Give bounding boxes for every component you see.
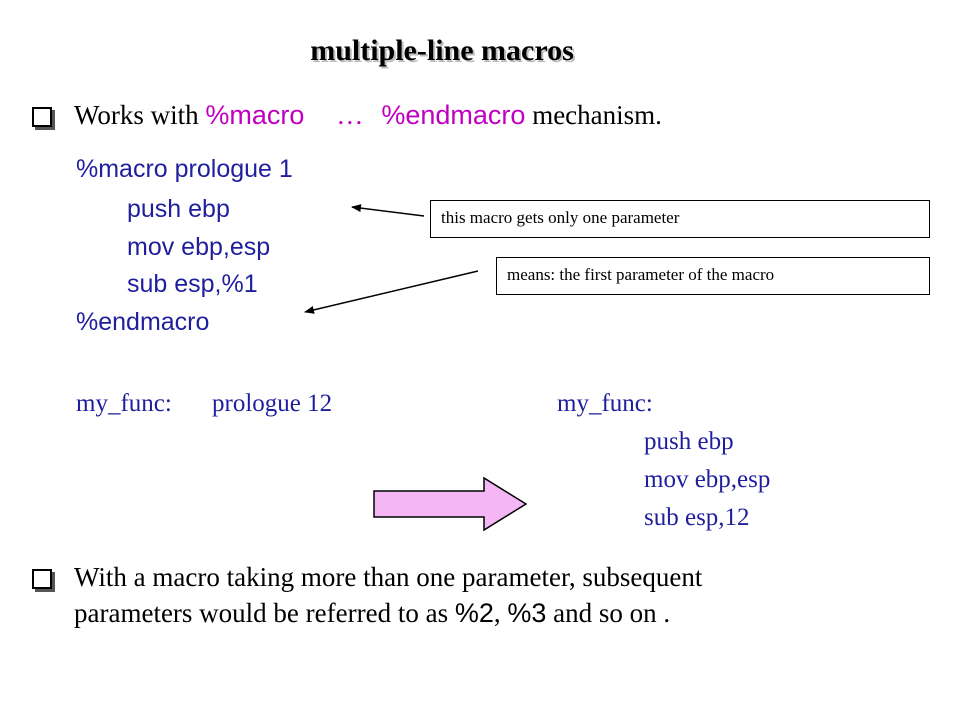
- bullet-2: With a macro taking more than one parame…: [32, 562, 932, 632]
- arrow-to-percent-one: [304, 270, 479, 314]
- bullet-2-line-2-prefix: parameters would be referred to as: [74, 598, 455, 628]
- bullet-2-line-2-suffix: and so on .: [546, 598, 671, 628]
- checkbox-bullet-icon: [32, 107, 52, 127]
- usage-call: prologue 12: [212, 390, 333, 417]
- macro-keyword: %macro: [205, 100, 305, 130]
- param-3: %3: [507, 598, 547, 628]
- bullet-1-prefix: Works with: [74, 100, 206, 130]
- bullet-1-suffix: mechanism.: [525, 100, 662, 130]
- expansion-arrow-icon: [373, 476, 528, 532]
- code-line-macro-def: %macro prologue 1: [76, 155, 293, 183]
- expansion-label: my_func:: [557, 390, 653, 417]
- code-line-sub: sub esp,%1: [127, 270, 258, 298]
- bullet-1-text: Works with %macro … %endmacro mechanism.: [74, 100, 662, 131]
- checkbox-bullet-icon: [32, 569, 52, 589]
- bullet-1: Works with %macro … %endmacro mechanism.: [32, 100, 932, 134]
- expansion-sub: sub esp,12: [644, 504, 750, 531]
- code-line-push: push ebp: [127, 195, 230, 223]
- callout-first-parameter: means: the first parameter of the macro: [496, 257, 930, 295]
- bullet-2-line-2: parameters would be referred to as %2, %…: [74, 598, 670, 629]
- param-2: %2: [454, 598, 494, 628]
- usage-label: my_func:: [76, 390, 172, 417]
- code-line-endmacro: %endmacro: [76, 308, 210, 336]
- slide-title: multiple-line macros: [310, 34, 574, 67]
- expansion-push: push ebp: [644, 428, 734, 455]
- expansion-mov: mov ebp,esp: [644, 466, 771, 493]
- endmacro-keyword: %endmacro: [381, 100, 526, 130]
- ellipsis: …: [336, 100, 364, 130]
- arrow-to-parameter-count: [351, 204, 425, 217]
- callout-one-parameter: this macro gets only one parameter: [430, 200, 930, 238]
- param-separator: ,: [493, 598, 508, 628]
- bullet-2-line-1: With a macro taking more than one parame…: [74, 562, 703, 592]
- code-line-mov: mov ebp,esp: [127, 233, 271, 261]
